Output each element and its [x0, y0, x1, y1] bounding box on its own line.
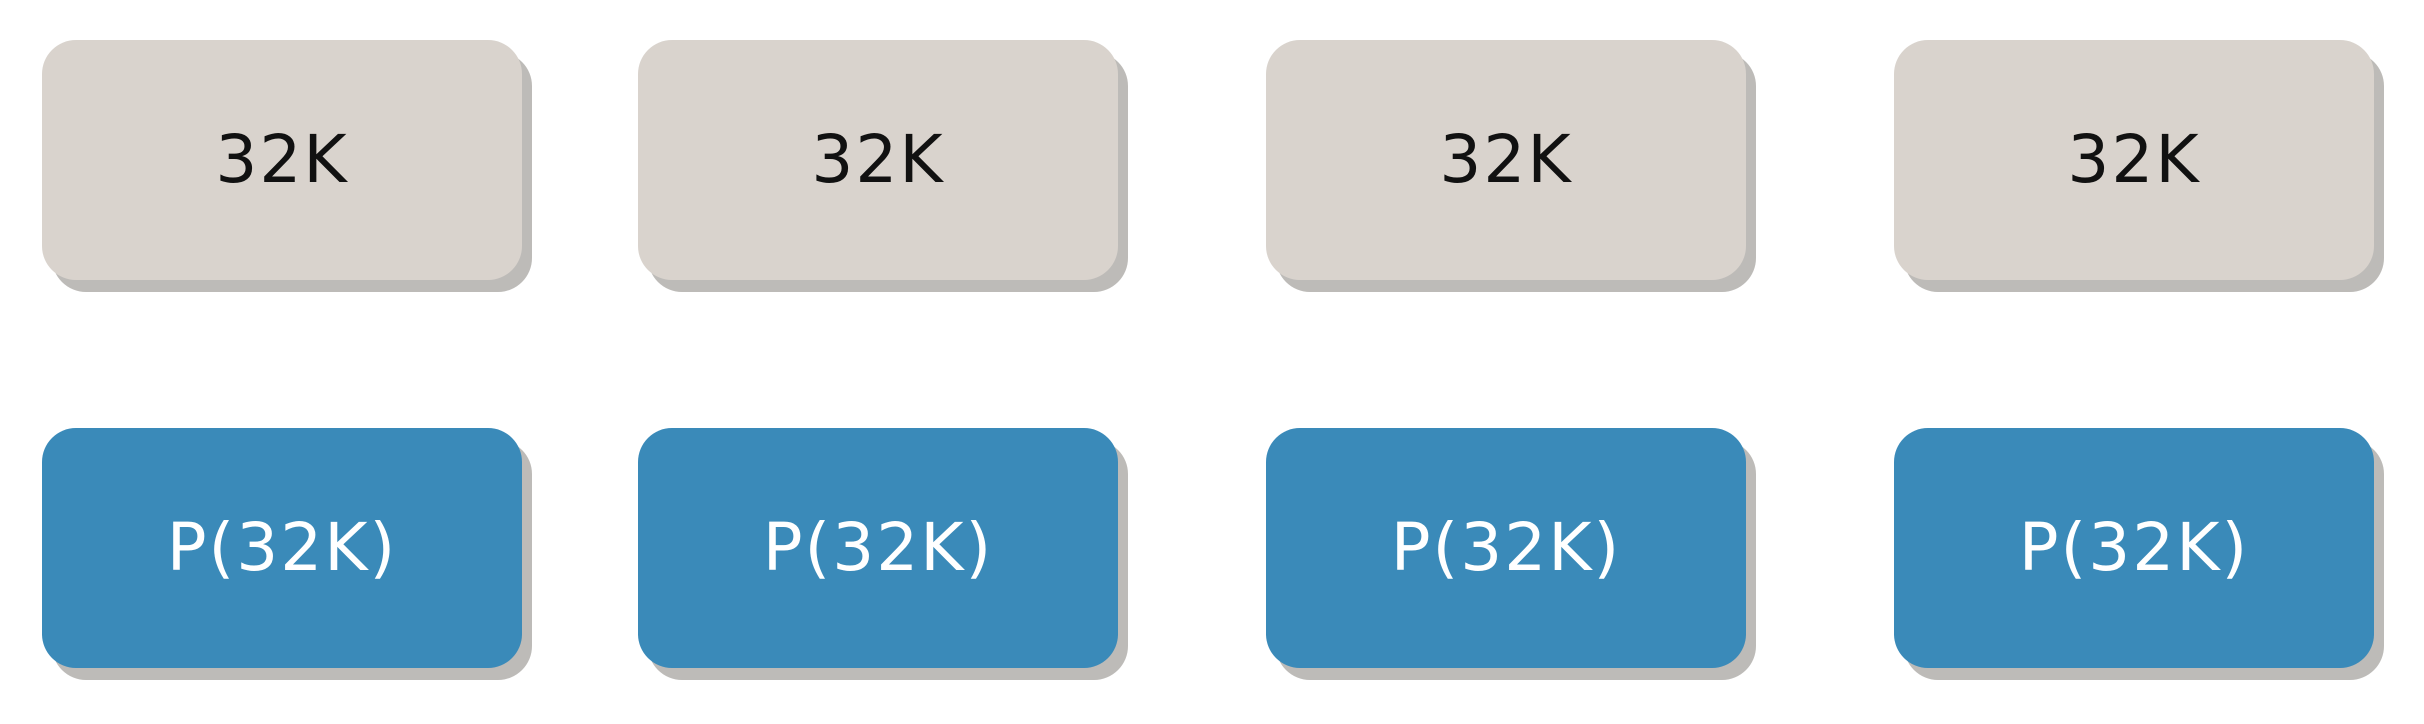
- blue-block-2: P(32K): [638, 428, 1138, 688]
- gray-block-1: 32K: [42, 40, 542, 300]
- gray-block-label: 32K: [811, 121, 945, 198]
- blue-block-body: P(32K): [638, 428, 1128, 680]
- gray-block-body: 32K: [1266, 40, 1756, 292]
- blue-block-body: P(32K): [1894, 428, 2384, 680]
- gray-block-body: 32K: [42, 40, 532, 292]
- gray-block-body: 32K: [1894, 40, 2384, 292]
- blue-block-4: P(32K): [1894, 428, 2394, 688]
- gray-block-3: 32K: [1266, 40, 1766, 300]
- gray-block-label: 32K: [215, 121, 349, 198]
- blue-block-label: P(32K): [1390, 509, 1622, 586]
- blue-block-body: P(32K): [1266, 428, 1756, 680]
- blue-block-label: P(32K): [166, 509, 398, 586]
- gray-block-label: 32K: [1439, 121, 1573, 198]
- gray-block-label: 32K: [2067, 121, 2201, 198]
- gray-block-4: 32K: [1894, 40, 2394, 300]
- blue-block-3: P(32K): [1266, 428, 1766, 688]
- blue-block-1: P(32K): [42, 428, 542, 688]
- gray-block-body: 32K: [638, 40, 1128, 292]
- top-box-row: 32K 32K 32K 32K: [0, 40, 2424, 292]
- bottom-box-row: P(32K) P(32K) P(32K) P(32K): [0, 428, 2424, 680]
- blue-block-label: P(32K): [2018, 509, 2250, 586]
- gray-block-2: 32K: [638, 40, 1138, 300]
- blue-block-label: P(32K): [762, 509, 994, 586]
- blue-block-body: P(32K): [42, 428, 532, 680]
